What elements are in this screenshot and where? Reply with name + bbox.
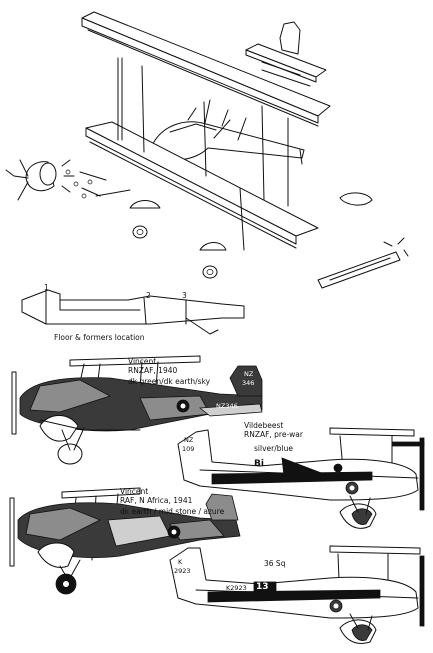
profile-3-subtitle: RAF, N Africa, 1941 <box>120 496 193 505</box>
exploded-view <box>5 11 409 289</box>
profile-2-fuselage-code: Bi <box>254 459 264 469</box>
exploded-fuselage <box>149 99 305 161</box>
profile-vildebeest-36sq <box>169 545 425 644</box>
profile-4-fin-number: 2923 <box>174 567 191 575</box>
former-number-3: 3 <box>182 291 187 300</box>
floor-formers-diagram <box>21 289 245 335</box>
profile-2-subtitle: RNZAF, pre-war <box>244 430 303 439</box>
profile-2-scheme: silver/blue <box>254 444 293 453</box>
profile-vincent-rnzaf <box>11 355 263 465</box>
profile-vildebeest-rnzaf <box>177 427 425 529</box>
interplane-struts <box>117 57 303 251</box>
profile-3-scheme: dk earth / mid stone / azure <box>120 507 225 516</box>
profile-4-fuselage-code: 13 <box>256 582 269 592</box>
upper-wing <box>81 11 331 127</box>
profile-4-unit: 36 Sq <box>264 559 286 568</box>
profile-vincent-raf <box>9 487 241 595</box>
profile-4-serial: K2923 <box>226 584 247 592</box>
profile-1-subtitle: RNZAF, 1940 <box>128 366 178 375</box>
profile-1-scheme: dk green/dk earth/sky <box>128 377 211 386</box>
profile-1-title: Vincent <box>128 357 157 366</box>
profile-2-fin-code: NZ <box>184 436 194 444</box>
tailplane <box>245 21 327 87</box>
engine-assembly <box>5 159 131 201</box>
profile-2-title: Vildebeest <box>244 421 284 430</box>
floor-formers-caption: Floor & formers location <box>54 333 145 342</box>
profile-1-serial: NZ346 <box>216 402 238 410</box>
loose-parts <box>129 192 409 289</box>
profile-4-fin-code: K <box>178 558 183 566</box>
profile-1-fin-code: NZ <box>244 370 254 378</box>
profile-2-fin-number: 109 <box>182 445 195 453</box>
former-number-2: 2 <box>146 291 151 300</box>
former-number-1: 1 <box>44 283 49 292</box>
profile-3-title: Vincent <box>120 487 149 496</box>
profile-1-fin-number: 346 <box>242 379 255 387</box>
